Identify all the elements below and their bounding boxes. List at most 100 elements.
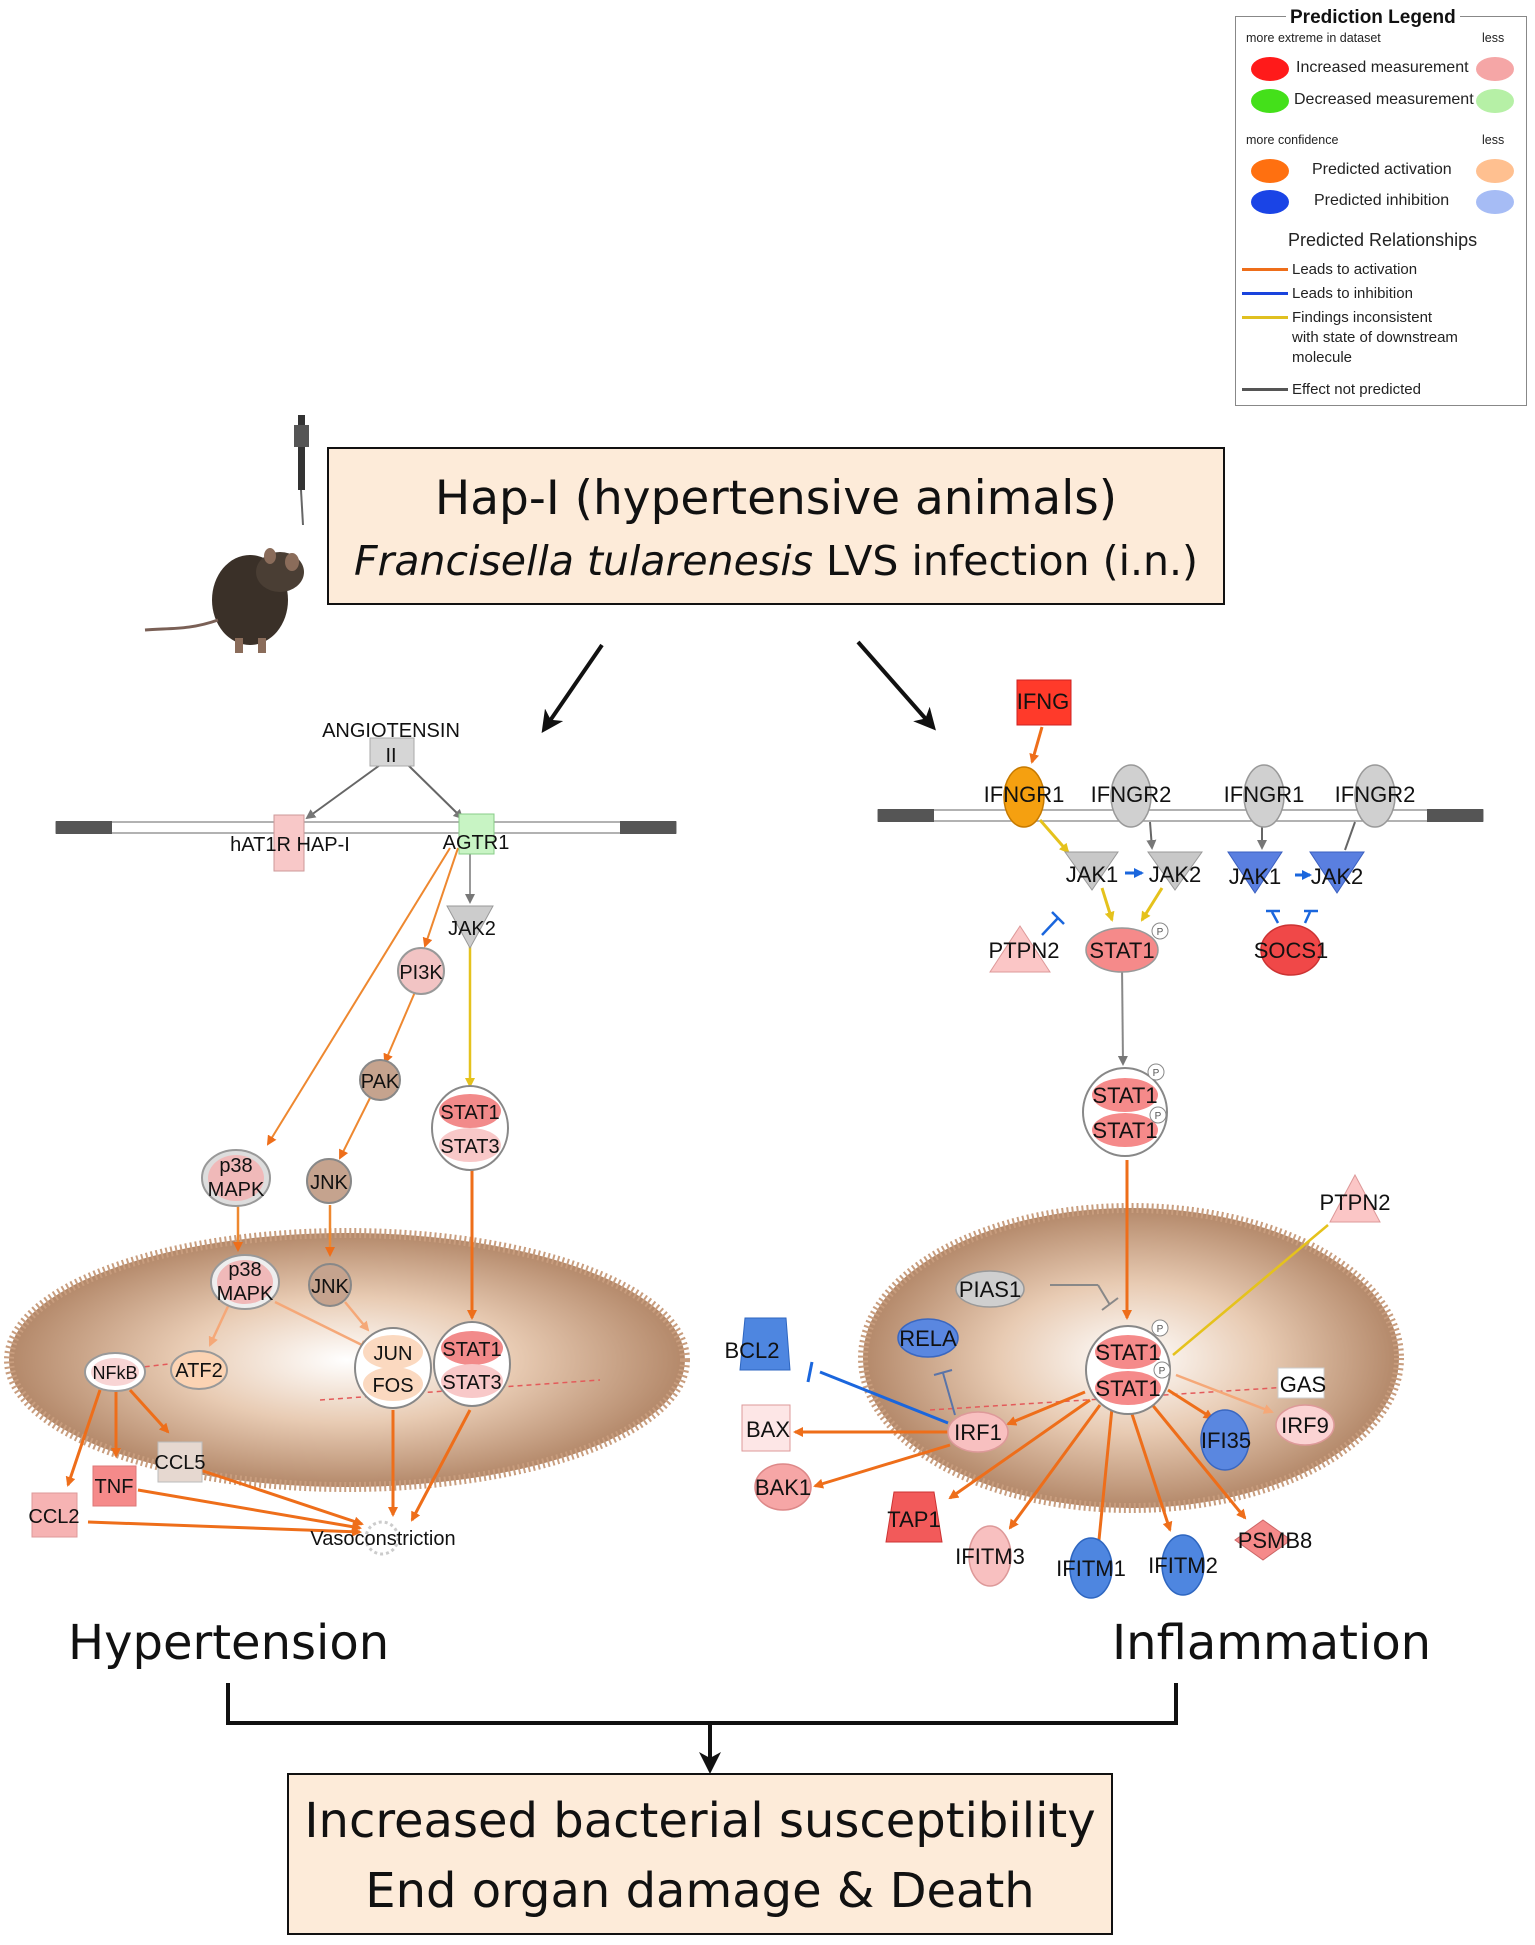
stat1-nuclear-bottom-label: STAT1	[1095, 1376, 1160, 1401]
ifitm2-node	[1161, 1534, 1205, 1596]
bax-node	[741, 1404, 791, 1452]
legend-inconsistent-line2: with state of downstream	[1292, 329, 1458, 346]
phospho-label-dimer-2: P	[1155, 1111, 1162, 1122]
outcome-bracket	[226, 1683, 1178, 1725]
legend-less-label-2: less	[1482, 133, 1505, 147]
phospho-marker-stat1	[1151, 922, 1169, 940]
header-title: Hap-I (hypertensive animals)	[434, 471, 1118, 526]
phospho-label-nuclear-1: P	[1157, 1324, 1164, 1335]
tnf-label: TNF	[95, 1476, 134, 1498]
phospho-marker-dimer-2	[1149, 1106, 1167, 1124]
rela-label: RELA	[899, 1326, 957, 1351]
bak1-node	[754, 1463, 812, 1511]
ifitm2-label: IFITM2	[1148, 1553, 1218, 1578]
outcome-box: Increased bacterial susceptibility End o…	[287, 1773, 1113, 1935]
prediction-legend: Prediction Legend more extreme in datase…	[1235, 7, 1527, 406]
legend-inconsistent-line1: Findings inconsistent	[1292, 309, 1433, 326]
phospho-marker-nuclear-1	[1151, 1319, 1169, 1337]
atf2-node	[170, 1350, 228, 1390]
angiotensin-node	[369, 737, 415, 767]
jak2-node-b	[1309, 851, 1365, 894]
line-not-predicted-swatch	[1242, 388, 1288, 391]
ifngr2-label-a: IFNGR2	[1091, 782, 1172, 807]
hypertension-label: Hypertension	[68, 1615, 390, 1671]
tap1-label: TAP1	[887, 1507, 940, 1532]
outcome-line2: End organ damage & Death	[365, 1863, 1035, 1919]
ifngr1-label-a: IFNGR1	[984, 782, 1065, 807]
experiment-header-box: Hap-I (hypertensive animals) Francisella…	[327, 447, 1225, 605]
jnk-nuclear-label: JNK	[311, 1276, 349, 1298]
ifng-node	[1016, 679, 1072, 726]
hat1r-label: hAT1R HAP-I	[230, 834, 350, 856]
legend-leads-inhibition: Leads to inhibition	[1292, 285, 1413, 302]
increased-weak-swatch	[1476, 57, 1514, 81]
jak2-label: JAK2	[448, 918, 496, 940]
hat1r-node	[273, 814, 305, 872]
gas-label: GAS	[1280, 1372, 1326, 1397]
line-activation-swatch	[1242, 268, 1288, 271]
pak-node	[359, 1059, 401, 1101]
jnk-label: JNK	[310, 1172, 348, 1194]
phospho-marker-dimer-1	[1147, 1063, 1165, 1081]
rela-node	[897, 1318, 959, 1358]
mapk-nuclear-label: MAPK	[217, 1283, 274, 1305]
mapk-label: MAPK	[208, 1179, 265, 1201]
ifngr2-node-b	[1354, 764, 1396, 828]
infection-detail: LVS infection (i.n.)	[812, 537, 1199, 585]
legend-inconsistent-line3: molecule	[1292, 349, 1353, 366]
activation-strong-swatch	[1251, 159, 1289, 183]
jak1-node-a	[1064, 851, 1119, 891]
legend-activation: Predicted activation	[1312, 161, 1452, 178]
phospho-label-dimer-1: P	[1153, 1068, 1160, 1079]
irf9-label: IRF9	[1281, 1413, 1329, 1438]
inhibition-weak-swatch	[1476, 190, 1514, 214]
ccl5-node	[157, 1441, 203, 1483]
ifitm1-node	[1069, 1537, 1113, 1599]
hypertension-pathway: ANGIOTENSIN II hAT1R HAP-I AGTR1 JAK2 PI…	[4, 720, 690, 1556]
angiotensin-label: ANGIOTENSIN	[322, 720, 460, 742]
ccl2-node	[31, 1492, 78, 1538]
stat1-nuclear-label: STAT1	[442, 1339, 501, 1361]
jak2-label-a: JAK2	[1149, 862, 1202, 887]
legend-title: Prediction Legend	[1286, 7, 1460, 29]
nfkb-label: NFkB	[93, 1363, 138, 1383]
stat1-label: STAT1	[1089, 938, 1154, 963]
bak1-label: BAK1	[755, 1475, 811, 1500]
stat1-dimer-top-label: STAT1	[1092, 1083, 1157, 1108]
ptpn2-node-a	[989, 925, 1051, 973]
ifitm3-node	[968, 1525, 1012, 1587]
agtr1-node	[458, 813, 495, 855]
stat1-dimer-bottom-label: STAT1	[1092, 1118, 1157, 1143]
pi3k-node	[397, 947, 445, 995]
irf1-node	[947, 1411, 1009, 1453]
line-inconsistent-swatch	[1242, 316, 1288, 319]
stat3-nuclear-label: STAT3	[442, 1372, 501, 1394]
legend-inhibition: Predicted inhibition	[1314, 192, 1450, 209]
psmb8-node	[1234, 1519, 1292, 1561]
stat1-nuclear-top-label: STAT1	[1095, 1340, 1160, 1365]
psmb8-label: PSMB8	[1238, 1528, 1313, 1553]
gas-node	[1277, 1367, 1325, 1399]
bcl2-node	[739, 1317, 791, 1371]
legend-less-label: less	[1482, 31, 1505, 45]
ptpn2-label-a: PTPN2	[989, 938, 1060, 963]
socs1-label: SOCS1	[1254, 938, 1329, 963]
ifitm3-label: IFITM3	[955, 1544, 1025, 1569]
jak1-node-b	[1227, 851, 1283, 894]
pak-label: PAK	[361, 1071, 400, 1093]
decreased-strong-swatch	[1251, 89, 1289, 113]
ifi35-label: IFI35	[1201, 1428, 1251, 1453]
inflammation-label: Inflammation	[1112, 1615, 1432, 1671]
stat1-node	[1085, 927, 1159, 973]
ifngr1-node-b	[1243, 764, 1285, 828]
jak1-label-b: JAK1	[1229, 864, 1282, 889]
jak2-node-a	[1147, 851, 1203, 891]
arrow-to-hypertension-pathway	[541, 643, 604, 733]
tap1-node	[885, 1491, 943, 1543]
inflammation-pathway: IFNG IFNGR1 IFNGR2 IFNGR1 IFNGR2 JAK1 JA…	[724, 679, 1484, 1599]
ifitm1-label: IFITM1	[1056, 1556, 1126, 1581]
irf9-node	[1275, 1404, 1335, 1446]
jak2-label-b: JAK2	[1311, 864, 1364, 889]
activation-weak-swatch	[1476, 159, 1514, 183]
